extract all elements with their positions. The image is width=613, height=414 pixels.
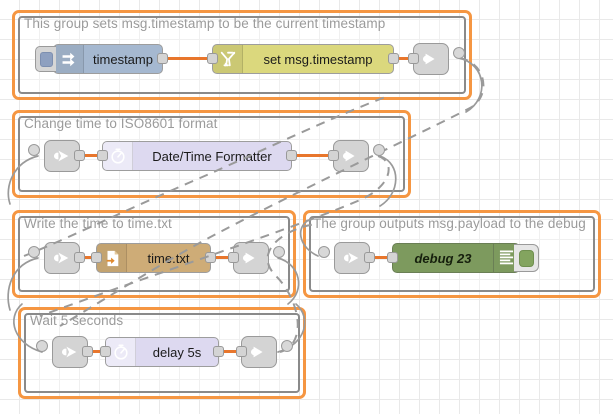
node-link-in-2[interactable]: [44, 140, 85, 172]
link-out-3-endpoint[interactable]: [273, 246, 285, 258]
inject-timestamp-label: timestamp: [93, 51, 153, 67]
wire-delay-to-linkout5: [217, 350, 245, 353]
inject-arrow-glyph: [62, 52, 75, 66]
link-out-2-input-port[interactable]: [328, 150, 339, 161]
inject-button-face: [39, 51, 53, 67]
node-link-out-3[interactable]: [228, 242, 269, 274]
change-node-label: set msg.timestamp: [263, 51, 373, 67]
inject-arrow-icon: [54, 45, 84, 73]
link-out-2-endpoint[interactable]: [373, 144, 385, 156]
link-out-icon: [422, 53, 435, 65]
node-inject-timestamp[interactable]: timestamp: [35, 44, 168, 74]
link-in-icon: [343, 252, 359, 264]
debug-node-label: debug 23: [414, 250, 472, 266]
change-input-port[interactable]: [207, 53, 218, 64]
link-in-5-endpoint[interactable]: [36, 340, 48, 352]
node-debug[interactable]: debug 23: [387, 243, 539, 273]
inject-trigger-button[interactable]: [35, 46, 56, 72]
debug-lines-glyph: [499, 250, 514, 265]
node-link-out-5[interactable]: [236, 336, 277, 368]
debug-enable-toggle-button[interactable]: [514, 244, 539, 272]
link-out-3-input-port[interactable]: [228, 252, 239, 263]
date-formatter-label: Date/Time Formatter: [152, 148, 272, 164]
debug-input-port[interactable]: [387, 252, 398, 263]
debug-lines-icon: [493, 244, 519, 272]
link-in-icon: [61, 346, 77, 358]
group-debug-label: The group outputs msg.payload to the deb…: [313, 216, 586, 231]
delay-input-port[interactable]: [100, 346, 111, 357]
link-in-icon: [53, 150, 69, 162]
link-out-icon: [250, 346, 263, 358]
formatter-input-port[interactable]: [97, 150, 108, 161]
link-out-5-endpoint[interactable]: [281, 340, 293, 352]
link-out-1-input-port[interactable]: [408, 53, 419, 64]
inject-output-port[interactable]: [157, 53, 168, 64]
node-link-in-3[interactable]: [44, 242, 85, 274]
stopwatch-glyph: [113, 344, 128, 360]
link-in-2-output-port[interactable]: [74, 150, 85, 161]
clock-glyph: [110, 148, 125, 164]
change-output-port[interactable]: [388, 53, 399, 64]
link-in-4-endpoint[interactable]: [318, 246, 330, 258]
link-out-5-input-port[interactable]: [236, 346, 247, 357]
delay-node-label: delay 5s: [152, 344, 202, 360]
link-in-3-output-port[interactable]: [74, 252, 85, 263]
file-out-label: time.txt: [147, 250, 190, 266]
link-in-icon: [53, 252, 69, 264]
file-out-glyph: [106, 250, 118, 266]
node-link-out-2[interactable]: [328, 140, 369, 172]
debug-toggle-face: [518, 249, 534, 267]
link-out-1-endpoint[interactable]: [453, 47, 465, 59]
link-in-5-output-port[interactable]: [82, 346, 93, 357]
node-file-out[interactable]: time.txt: [91, 243, 216, 273]
link-in-4-output-port[interactable]: [364, 252, 375, 263]
change-swap-glyph: [220, 51, 235, 67]
file-output-port[interactable]: [205, 252, 216, 263]
link-out-icon: [242, 252, 255, 264]
formatter-output-port[interactable]: [286, 150, 297, 161]
delay-output-port[interactable]: [213, 346, 224, 357]
link-in-3-endpoint[interactable]: [28, 246, 40, 258]
stopwatch-icon: [106, 338, 136, 366]
node-link-in-4[interactable]: [334, 242, 375, 274]
node-change-set-timestamp[interactable]: set msg.timestamp: [207, 44, 399, 74]
link-out-icon: [342, 150, 355, 162]
node-link-out-1[interactable]: [408, 43, 449, 75]
node-date-time-formatter[interactable]: Date/Time Formatter: [97, 141, 297, 171]
group-timestamp-label: This group sets msg.timestamp to be the …: [24, 16, 386, 31]
group-iso8601-label: Change time to ISO8601 format: [24, 116, 218, 131]
link-in-2-endpoint[interactable]: [28, 144, 40, 156]
group-writefile-label: Write the time to time.txt: [24, 216, 172, 231]
file-input-port[interactable]: [91, 252, 102, 263]
node-link-in-5[interactable]: [52, 336, 93, 368]
node-delay[interactable]: delay 5s: [100, 337, 224, 367]
group-delay-label: Wait 5 seconds: [30, 313, 124, 328]
